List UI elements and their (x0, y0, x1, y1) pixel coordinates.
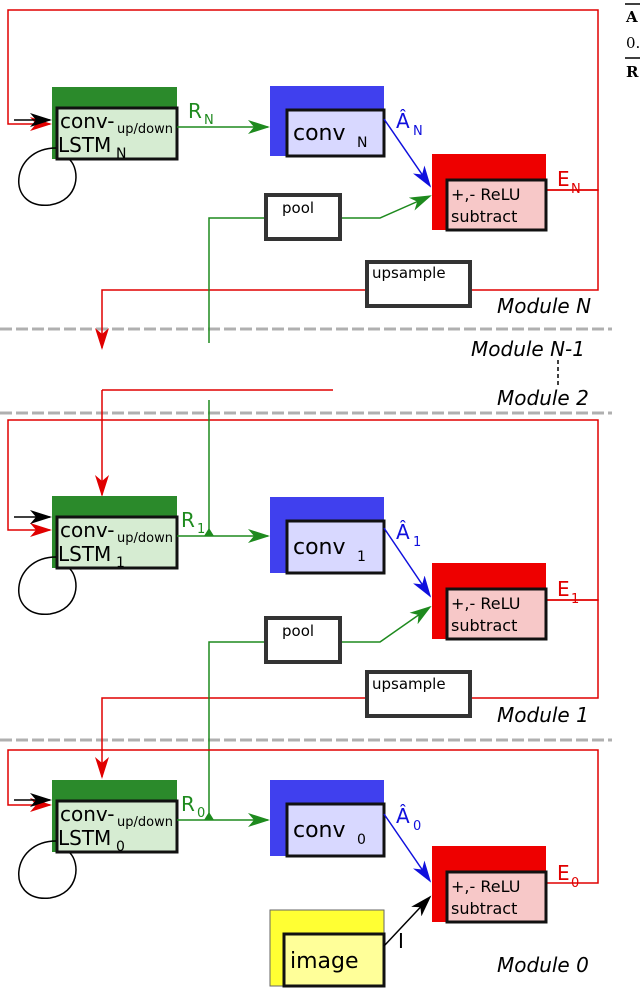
lstm-superscript: up/down (117, 122, 173, 137)
conv-label: conv (293, 121, 346, 146)
a-subscript: 1 (413, 535, 421, 550)
lstm-line2: LSTM (58, 542, 111, 566)
conv-label: conv (293, 535, 346, 560)
e-label: E (557, 167, 570, 191)
lstm-line2: LSTM (58, 133, 111, 157)
conv-box (285, 108, 386, 158)
r-label: R (181, 792, 195, 816)
a-label: Â (396, 109, 410, 133)
lstm-superscript: up/down (117, 531, 173, 546)
conv-label: conv (293, 818, 346, 843)
recurrent-loop (18, 840, 77, 899)
r-label: R (181, 508, 195, 532)
a-subscript: N (413, 124, 423, 139)
pool-label: pool (282, 622, 314, 640)
image-input-arrow (383, 895, 432, 947)
conv-box (285, 519, 386, 575)
error-line1: +,- ReLU (451, 594, 520, 613)
i-label: I (398, 929, 404, 953)
lstm-line1: conv- (60, 518, 114, 542)
module-label: Module 0 (497, 953, 589, 977)
e-label: E (557, 861, 570, 885)
pool-label: pool (282, 199, 314, 217)
lstm-box (55, 515, 179, 570)
corner-text-line1: A (625, 8, 638, 26)
module-label: Module 1 (497, 703, 589, 727)
pool-box (264, 616, 342, 664)
lstm-subscript: 0 (116, 839, 125, 855)
junction-marker (204, 812, 214, 820)
conv-subscript: 0 (357, 832, 366, 848)
lstm-line2: LSTM (58, 826, 111, 850)
error-box (445, 178, 548, 232)
prediction-arrow (383, 118, 432, 188)
a-label: Â (396, 520, 410, 544)
upsample-box (365, 260, 472, 308)
lstm-line1: conv- (60, 109, 114, 133)
module-label-n-1: Module N-1 (471, 337, 585, 361)
error-line2: subtract (451, 616, 517, 635)
e-subscript: N (571, 182, 581, 197)
e-subscript: 1 (571, 592, 579, 607)
error-line1: +,- ReLU (451, 185, 520, 204)
a-label: Â (396, 804, 410, 828)
corner-text-line3: R (626, 63, 639, 81)
error-box (445, 587, 548, 641)
lstm-subscript: 1 (116, 555, 125, 571)
conv-subscript: N (357, 135, 367, 151)
upsample-label: upsample (372, 675, 446, 693)
module-label-2: Module 2 (497, 386, 589, 410)
r-subscript: N (204, 113, 214, 128)
module-label: Module N (497, 294, 591, 318)
image-box (282, 932, 386, 988)
conv-box (285, 802, 386, 858)
pool-box (264, 193, 342, 241)
lstm-line1: conv- (60, 802, 114, 826)
e-label: E (557, 577, 570, 601)
error-line2: subtract (451, 899, 517, 918)
upsample-label: upsample (372, 264, 446, 282)
lstm-box (55, 106, 179, 161)
error-box (445, 870, 548, 924)
module-n: upsample conv- LSTM N up/down R N conv N… (7, 9, 599, 350)
error-line1: +,- ReLU (451, 877, 520, 896)
lstm-box (55, 799, 179, 854)
conv-subscript: 1 (357, 549, 366, 565)
junction-marker (204, 528, 214, 536)
lstm-superscript: up/down (117, 815, 173, 830)
module-1: upsample conv- LSTM 1 up/down R 1 conv 1… (7, 390, 599, 820)
error-feedback-arrow (7, 749, 599, 884)
r-subscript: 1 (197, 522, 205, 537)
recurrent-loop (18, 556, 77, 615)
module-0: conv- LSTM 0 up/down R 0 conv 0 Â 0 +,- … (7, 749, 599, 988)
prediction-arrow (383, 813, 432, 883)
error-feedback-arrow (7, 419, 599, 601)
error-line2: subtract (451, 207, 517, 226)
e-subscript: 0 (571, 876, 579, 891)
corner-text-line2: 0. (626, 34, 640, 52)
image-label: image (290, 949, 359, 974)
corner-text: A 0. R (625, 3, 640, 81)
error-feedback-arrow (7, 9, 599, 191)
r-label: R (188, 99, 202, 123)
lstm-subscript: N (116, 146, 126, 162)
recurrent-loop (18, 147, 77, 206)
a-subscript: 0 (413, 819, 421, 834)
r-subscript: 0 (197, 806, 205, 821)
prediction-arrow (383, 527, 432, 598)
upsample-box (365, 670, 472, 718)
